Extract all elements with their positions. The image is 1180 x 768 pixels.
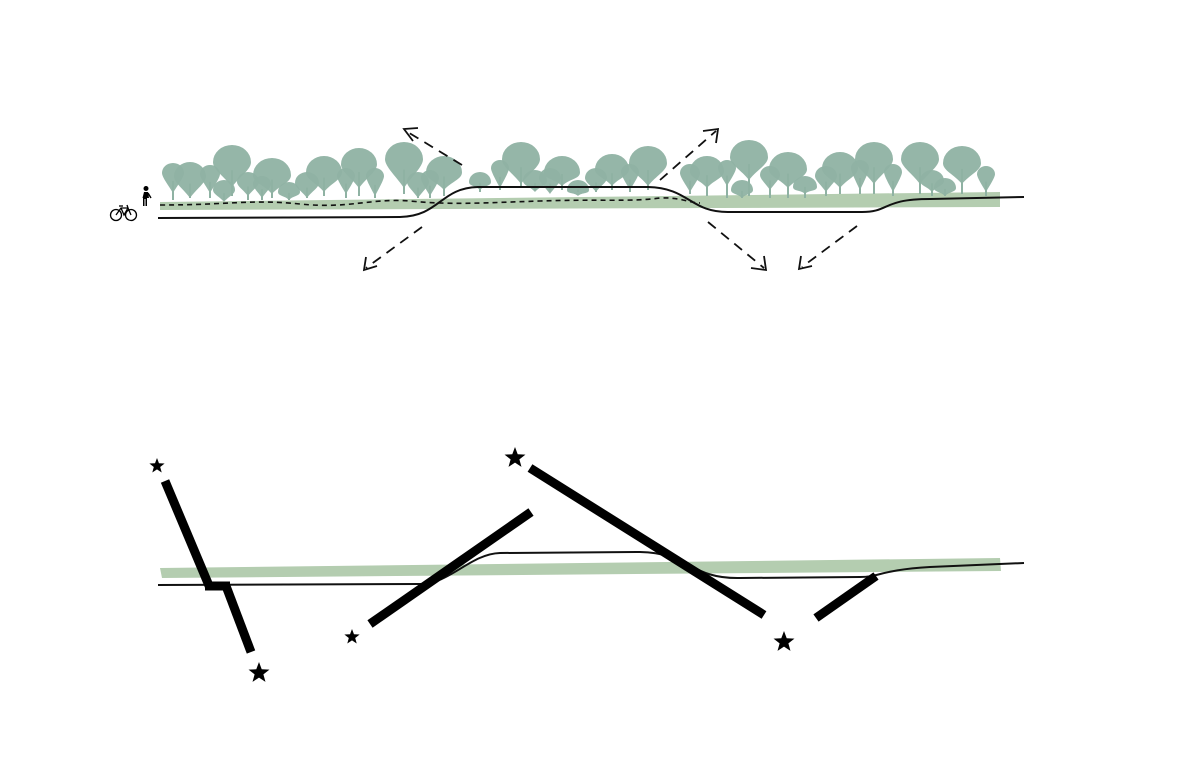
- tree-icon: [977, 166, 995, 196]
- tree-icon: [213, 179, 235, 202]
- tree-icon: [718, 160, 736, 198]
- tree-icon: [730, 140, 768, 196]
- tree-icon: [341, 147, 377, 196]
- tree-icon: [901, 142, 939, 194]
- bar-3: [527, 464, 767, 619]
- tree-row: [162, 140, 995, 202]
- arrow-up-left: [402, 127, 463, 166]
- star-icon: [149, 458, 165, 473]
- tree-icon: [174, 162, 206, 198]
- star-icon: [248, 662, 270, 682]
- pedestrian-icon: [142, 186, 152, 206]
- arrow-up-right: [659, 127, 720, 181]
- tree-icon: [855, 142, 893, 194]
- tree-icon: [793, 175, 817, 198]
- tree-icon: [469, 172, 491, 192]
- bicycle-icon: [109, 204, 138, 222]
- dashed-path-top: [159, 197, 701, 207]
- tree-icon: [731, 179, 753, 198]
- green-band-top: [160, 192, 1000, 210]
- tree-icon: [934, 178, 956, 196]
- green-band-bottom: [160, 558, 1001, 578]
- tree-icon: [385, 142, 423, 194]
- tree-icon: [278, 182, 300, 200]
- bar-1a: [160, 479, 215, 590]
- tree-icon: [690, 156, 724, 196]
- star-markers: [149, 447, 795, 682]
- arrow-down-left: [362, 226, 423, 272]
- tree-icon: [884, 164, 902, 196]
- tree-icon: [253, 176, 271, 200]
- tree-icon: [943, 146, 981, 194]
- tree-icon: [306, 156, 342, 196]
- star-icon: [344, 629, 360, 644]
- top-section: [109, 127, 1025, 272]
- tree-icon: [237, 172, 259, 200]
- arrow-down-right-a: [707, 221, 768, 272]
- tree-icon: [502, 142, 540, 188]
- tree-icon: [366, 168, 384, 198]
- star-icon: [504, 447, 526, 467]
- tree-icon: [822, 152, 858, 194]
- tree-icon: [629, 146, 667, 190]
- tree-icon: [200, 165, 220, 198]
- arrow-down-right-b: [797, 225, 858, 271]
- bar-1b: [221, 584, 256, 654]
- bar-4: [813, 572, 879, 622]
- tree-icon: [426, 156, 462, 196]
- star-icon: [773, 631, 795, 651]
- bar-2: [367, 508, 534, 628]
- bottom-section: [149, 447, 1025, 682]
- terrain-line-top: [157, 186, 1025, 219]
